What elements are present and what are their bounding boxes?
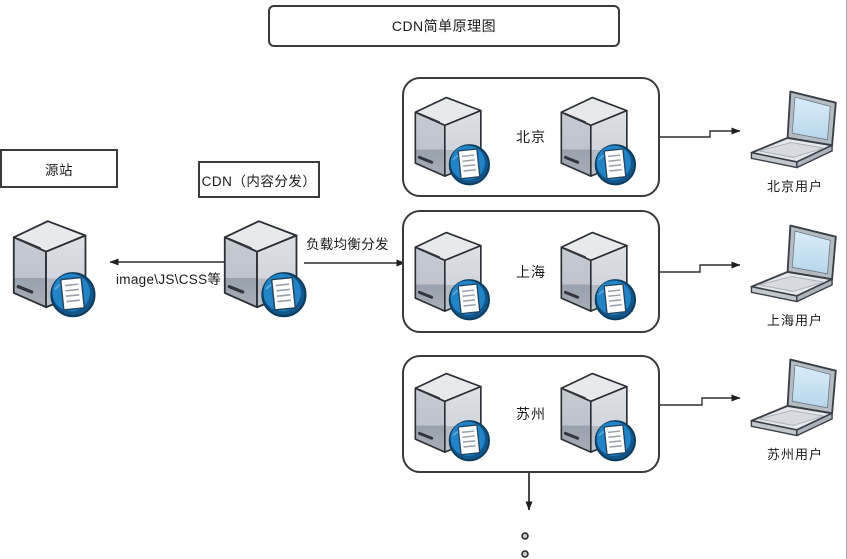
- diagram-title-box: CDN简单原理图: [268, 5, 620, 47]
- server-icon: [558, 226, 640, 321]
- edge-label-content-fetch: image\JS\CSS等: [116, 272, 222, 287]
- region-group-shanghai: 上海: [402, 210, 660, 333]
- server-icon: [558, 91, 640, 186]
- server-icon: [558, 367, 640, 462]
- diagram-title: CDN简单原理图: [391, 18, 497, 34]
- ellipsis-dot: [521, 532, 529, 540]
- user-label: 上海用户: [766, 313, 823, 328]
- server-icon: [221, 214, 311, 318]
- connector-beijing-to-user: [660, 127, 741, 138]
- origin-label-box: 源站: [0, 149, 118, 188]
- user-label: 北京用户: [766, 179, 823, 194]
- ellipsis-dot: [521, 550, 529, 558]
- user-suzhou: 苏州用户: [744, 354, 846, 463]
- server-icon: [10, 214, 100, 318]
- user-beijing: 北京用户: [744, 86, 846, 195]
- region-label: 北京: [516, 129, 546, 145]
- connector-shanghai-to-user: [660, 261, 741, 273]
- user-shanghai: 上海用户: [744, 220, 846, 329]
- region-label: 苏州: [516, 406, 546, 422]
- laptop-icon: [744, 354, 846, 443]
- user-label: 苏州用户: [766, 447, 823, 462]
- cdn-label: CDN（内容分发）: [201, 173, 317, 189]
- origin-label: 源站: [45, 162, 73, 178]
- cdn-label-box: CDN（内容分发）: [198, 161, 320, 198]
- region-group-suzhou: 苏州: [402, 355, 660, 473]
- region-group-beijing: 北京: [402, 77, 660, 197]
- laptop-icon: [744, 220, 846, 309]
- laptop-icon: [744, 86, 846, 175]
- region-label: 上海: [516, 263, 546, 280]
- connector-suzhou-to-user: [660, 394, 741, 406]
- edge-label-load-balance: 负载均衡分发: [306, 237, 389, 252]
